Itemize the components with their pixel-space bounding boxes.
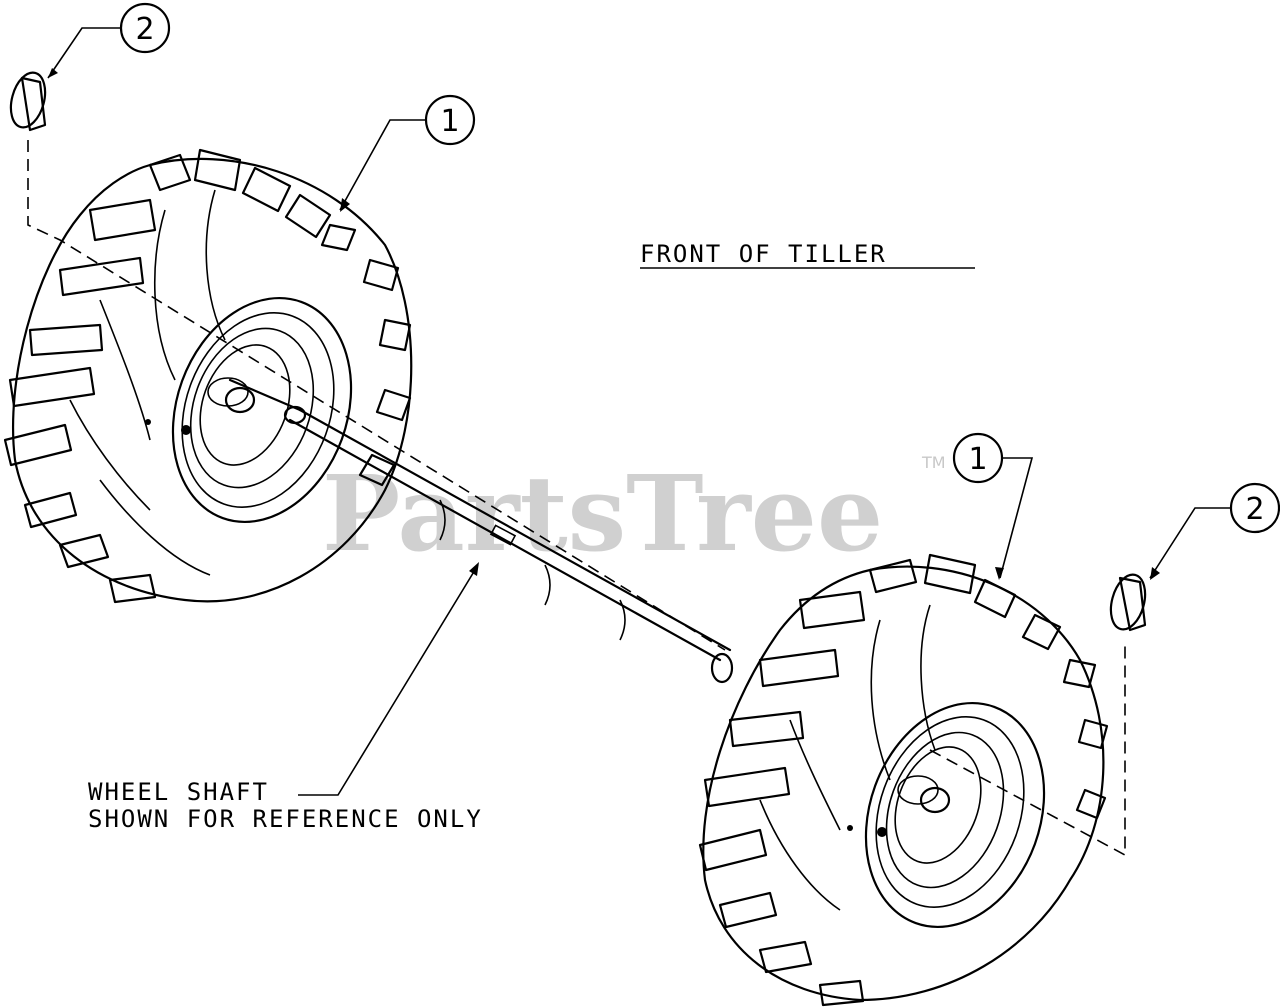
wheel-shaft-label-line2: SHOWN FOR REFERENCE ONLY [88, 805, 483, 833]
right-tire [698, 553, 1109, 1007]
watermark-text: PartsTree [322, 452, 883, 575]
right-assembly-line [929, 645, 1126, 857]
callout-1-right: 1 [952, 432, 1034, 580]
front-of-tiller-label: FRONT OF TILLER [640, 240, 975, 269]
right-hitch-pin [1109, 573, 1147, 632]
wheel-shaft-label-line1: WHEEL SHAFT [88, 778, 269, 806]
left-wheel-assembly [3, 148, 413, 604]
wheel-shaft-label: WHEEL SHAFT SHOWN FOR REFERENCE ONLY [88, 562, 483, 833]
callout-2-left-number: 2 [135, 12, 154, 47]
callout-1-right-number: 1 [968, 442, 987, 477]
right-rim [847, 701, 1046, 929]
callout-2-left: 2 [47, 2, 171, 79]
callout-2-right: 2 [1149, 482, 1280, 580]
right-wheel-assembly [698, 553, 1109, 1007]
left-hitch-pin [9, 71, 47, 132]
front-of-tiller-text: FRONT OF TILLER [640, 240, 887, 268]
callout-1-left: 1 [339, 94, 476, 212]
left-rim [145, 296, 353, 524]
callout-2-right-number: 2 [1245, 492, 1264, 527]
watermark-trademark: TM [921, 453, 946, 472]
callout-1-left-number: 1 [440, 104, 459, 139]
wheel-shaft [228, 378, 734, 684]
left-assembly-line [27, 140, 726, 651]
